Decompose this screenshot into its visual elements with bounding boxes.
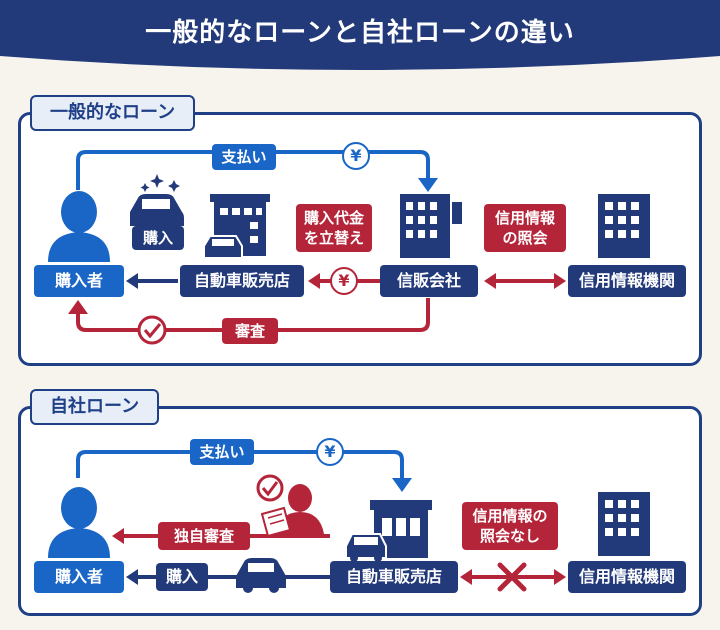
credit-bureau-box-general: 信用情報機関 [568,265,686,297]
payment-arrowhead-in-house [392,478,412,492]
payment-arrowhead-general [418,178,438,192]
review-arrowhead-general [68,300,88,314]
own-review-label: 独自審査 [158,522,250,550]
purchase-label-in-house: 購入 [156,563,208,591]
credit-bureau-building-icon-in-house [598,492,650,556]
dealer-box-general: 自動車販売店 [180,265,304,297]
yen-icon-advance: ¥ [330,267,358,295]
check-icon-general [137,315,167,345]
buyer-box-general: 購入者 [34,265,124,297]
inquiry-line2: の照会 [502,229,548,247]
deliver-arrowhead-general [126,273,138,289]
inquiry-line1: 信用情報 [494,209,555,227]
buyer-person-icon [48,191,110,262]
finance-company-box: 信販会社 [380,265,478,297]
general-loan-title: 一般的なローン [30,95,196,131]
blocked-x-icon [497,562,527,592]
deliver-arrowhead-in-house [126,569,138,585]
finance-building-icon [400,194,462,258]
dealer-building-icon-general [203,194,270,259]
advance-payment-label: 購入代金 を立替え [296,204,372,252]
reviewer-person-icon [256,474,324,538]
in-house-loan-title: 自社ローン [30,389,160,425]
page-title: 一般的なローンと自社ローンの違い [145,18,575,48]
dealer-box-in-house: 自動車販売店 [330,561,458,593]
own-review-arrowhead [112,528,124,544]
purchase-label-general: 購入 [132,226,184,250]
payment-label-general: 支払い [212,144,276,170]
credit-bureau-box-in-house: 信用情報機関 [568,561,686,593]
car-icon-in-house [236,558,286,593]
buyer-person-icon-in-house [48,487,110,558]
header-banner: 一般的なローンと自社ローンの違い [0,0,720,76]
credit-inquiry-label: 信用情報 の照会 [484,204,566,252]
advance-line1: 購入代金 [303,209,364,227]
payment-label-in-house: 支払い [190,439,254,465]
credit-bureau-building-icon-general [598,194,650,258]
no-credit-inquiry-label: 信用情報の 照会なし [462,502,558,550]
dealer-storefront-icon [345,500,432,562]
header-background [0,0,720,70]
buyer-box-in-house: 購入者 [34,561,124,593]
advance-arrowhead [308,273,320,289]
no-inquiry-line1: 信用情報の [472,507,548,525]
review-label-general: 審査 [222,318,278,344]
no-inquiry-line2: 照会なし [479,527,540,545]
yen-icon-payment-in-house: ¥ [316,438,344,466]
advance-line2: を立替え [303,229,364,247]
yen-icon-payment-general: ¥ [342,142,370,170]
